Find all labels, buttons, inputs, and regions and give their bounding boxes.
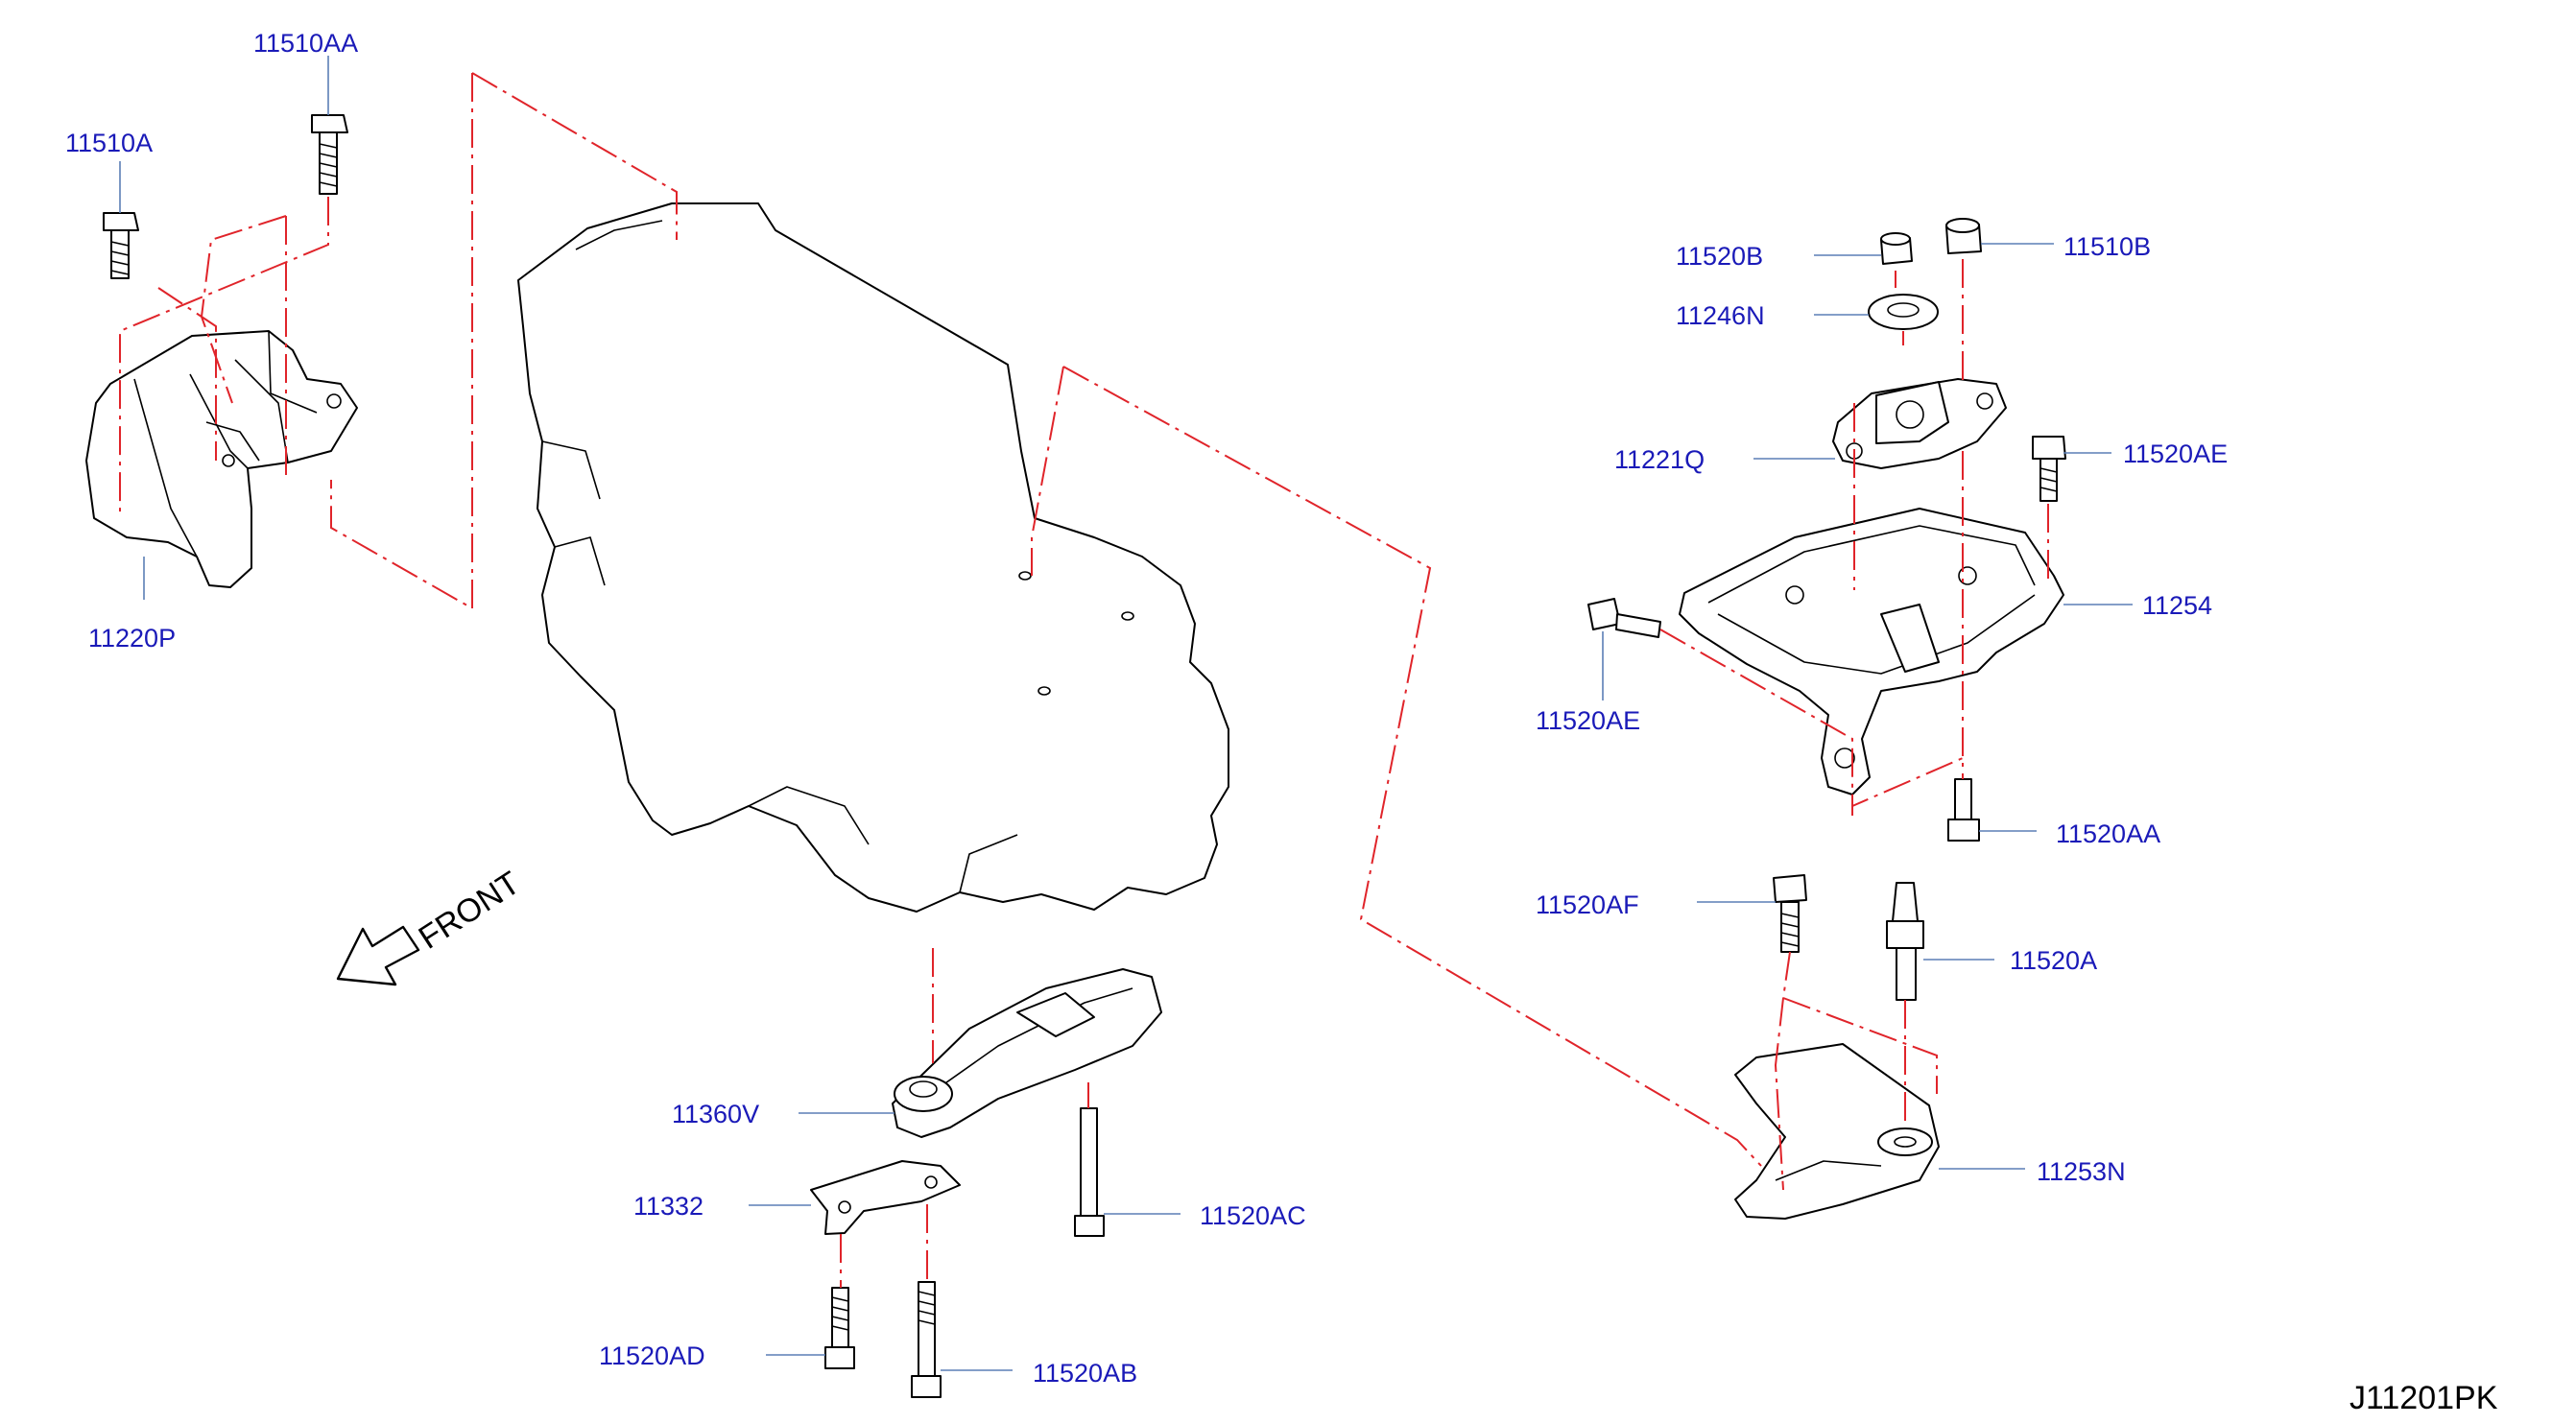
bolt-11510AA [311,114,348,195]
part-labels: 11510AA 11510A 11220P 11520B 11510B 1124… [65,29,2228,1388]
bolt-11520AD [824,1287,855,1369]
left-mount-bracket [85,330,358,588]
label-11510A: 11510A [65,129,153,157]
nut-11520B [1880,232,1913,265]
bracket-11253N [1734,1043,1940,1220]
bolt-11520AC [1074,1107,1105,1237]
label-11520B: 11520B [1676,242,1763,271]
insulator-11221Q [1832,378,2007,469]
label-11510B: 11510B [2063,232,2151,261]
bolt-11520AA-right [1947,778,1980,842]
label-11360V: 11360V [672,1100,759,1128]
label-11520AB: 11520AB [1033,1359,1137,1388]
bolt-11520AE-left [1587,598,1661,638]
leader-lines [119,56,2133,1371]
assembly-centerlines [119,72,2049,1288]
bracket-11254 [1679,508,2064,795]
label-11332: 11332 [633,1192,704,1221]
bolt-11520AE-right [2032,436,2066,502]
bolt-11510A [103,212,139,279]
front-label: FRONT [413,865,527,957]
engine-block [517,202,1229,913]
label-11253N: 11253N [2037,1157,2126,1186]
label-11520AD: 11520AD [599,1341,705,1370]
label-11220P: 11220P [88,624,176,653]
label-11520AE-left: 11520AE [1536,706,1640,735]
label-11520AC: 11520AC [1200,1201,1306,1230]
front-arrow-icon [336,925,420,986]
label-11520A: 11520A [2010,946,2097,975]
label-11221Q: 11221Q [1614,445,1705,474]
diagram-code: J11201PK [2349,1380,2498,1416]
label-11520AE-right: 11520AE [2123,439,2228,468]
stud-11520A [1886,882,1924,1001]
label-11520AA: 11520AA [2056,819,2160,848]
label-11254: 11254 [2142,591,2212,620]
label-11510AA: 11510AA [253,29,358,58]
label-11520AF: 11520AF [1536,890,1639,919]
bracket-11332 [810,1160,961,1235]
bolt-11520AF [1773,874,1807,953]
front-direction-indicator: FRONT [336,865,527,986]
washer-11246N [1868,294,1939,330]
label-11246N: 11246N [1676,301,1765,330]
insulator-11360V [892,968,1162,1138]
bolt-11520AB [911,1281,942,1398]
nut-11510B [1945,218,1982,254]
